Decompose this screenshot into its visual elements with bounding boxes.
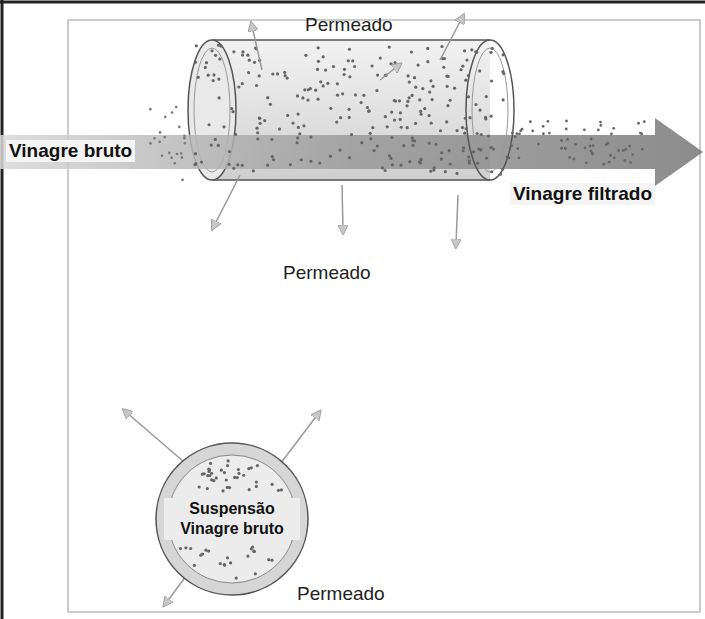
tube-outlet-inner <box>472 48 508 172</box>
frame-line <box>0 1 705 4</box>
frame-line <box>1 0 4 619</box>
cross-section-circle: Suspensão Vinagre bruto <box>155 442 309 596</box>
particles <box>149 44 646 182</box>
permeate-label: Permeado <box>305 14 393 36</box>
panel-border <box>68 20 700 612</box>
section-label: Suspensão Vinagre bruto <box>164 498 300 540</box>
flow-arrow <box>0 118 703 186</box>
tube-outlet <box>466 40 514 180</box>
filtrate-label: Vinagre filtrado <box>510 183 655 205</box>
permeate-label: Permeado <box>283 262 371 284</box>
tube-edge <box>212 39 490 41</box>
permeate-arrows <box>126 18 462 603</box>
permeate-label: Permeado <box>297 583 385 605</box>
tube-edge <box>212 179 490 181</box>
feed-label: Vinagre bruto <box>6 140 135 162</box>
